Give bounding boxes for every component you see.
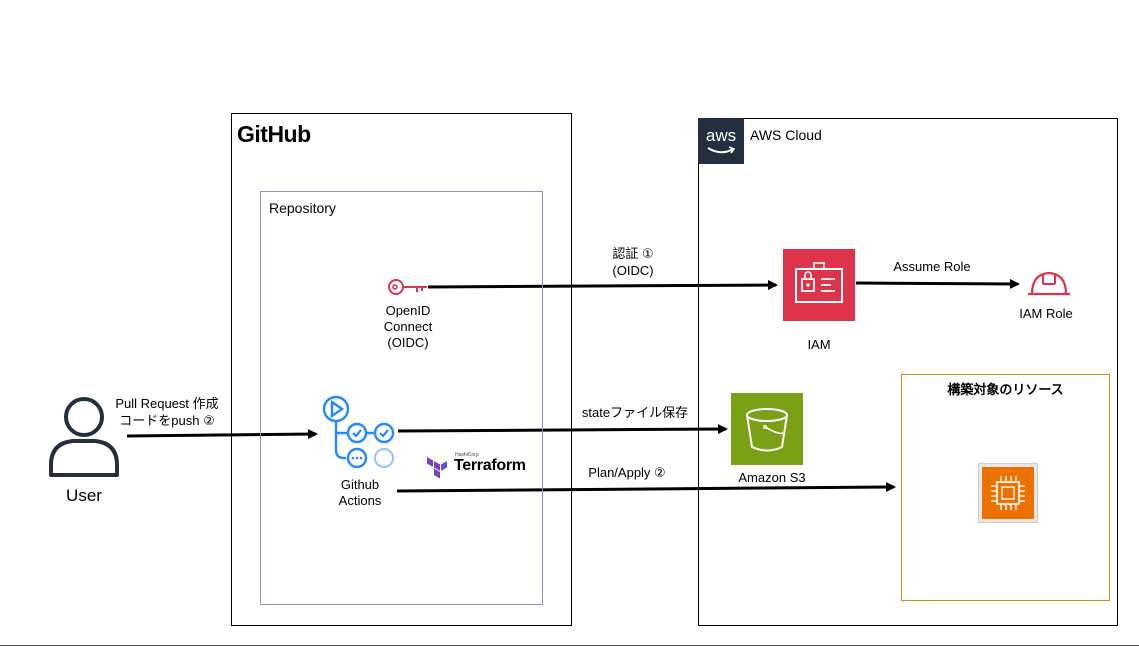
repository-label: Repository xyxy=(269,200,336,216)
s3-label: Amazon S3 xyxy=(738,470,806,485)
edge-user-to-actions xyxy=(126,429,318,440)
edge-actions-to-resources xyxy=(396,482,896,493)
github-actions-icon xyxy=(318,392,400,474)
edge-iam-to-role xyxy=(855,278,1020,289)
edge-label-assume-role: Assume Role xyxy=(893,259,971,274)
aws-cloud-container xyxy=(698,118,1118,626)
actions-label-line1: Github xyxy=(340,477,380,492)
s3-bucket-icon xyxy=(731,393,803,465)
edge-label-oidc-line2: (OIDC) xyxy=(612,263,654,278)
key-icon xyxy=(387,276,429,298)
iam-role-label: IAM Role xyxy=(1019,306,1073,321)
edge-label-user-line2: コードをpush ② xyxy=(119,413,215,428)
actions-label-line2: Actions xyxy=(338,493,382,508)
resources-label: 構築対象のリソース xyxy=(947,382,1064,397)
oidc-label-line2: Connect xyxy=(383,319,433,334)
github-container xyxy=(231,113,572,626)
edge-label-plan-apply: Plan/Apply ② xyxy=(588,465,666,480)
edge-oidc-to-iam xyxy=(427,280,778,291)
edge-label-user-line1: Pull Request 作成 xyxy=(115,396,219,411)
terraform-icon xyxy=(426,455,450,479)
resources-container xyxy=(901,374,1110,601)
user-label: User xyxy=(66,486,102,505)
aws-logo-icon: aws xyxy=(698,118,744,164)
github-logo: GitHub xyxy=(237,121,311,147)
iam-icon xyxy=(783,249,855,321)
edge-label-state: stateファイル保存 xyxy=(581,405,689,420)
iam-label: IAM xyxy=(807,337,831,352)
repository-container xyxy=(260,191,543,605)
aws-logo-text: aws xyxy=(705,126,737,145)
edge-actions-to-s3 xyxy=(397,424,728,435)
iam-role-icon xyxy=(1026,268,1072,300)
terraform-text: Terraform xyxy=(454,457,526,474)
user-icon xyxy=(47,395,121,479)
terraform-small-text: HashiCorp xyxy=(455,452,479,458)
oidc-label-line1: OpenID xyxy=(385,303,431,318)
oidc-label-line3: (OIDC) xyxy=(387,335,429,350)
ec2-chip-icon xyxy=(978,463,1038,523)
aws-cloud-label: AWS Cloud xyxy=(750,127,822,143)
edge-label-oidc-line1: 認証 ① xyxy=(612,246,654,261)
